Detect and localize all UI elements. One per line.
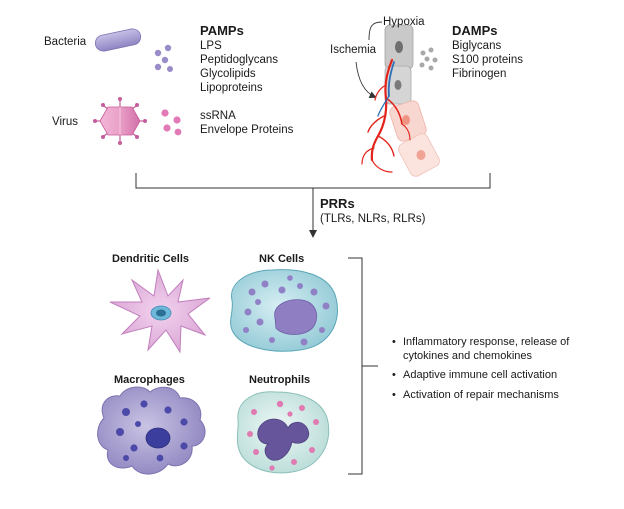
nk-cells-label: NK Cells — [259, 253, 305, 265]
virus-icon — [93, 97, 147, 145]
bacterium-icon — [94, 28, 142, 52]
outcome-item: Activation of repair mechanisms — [392, 389, 607, 403]
dendritic-cells-label: Dendritic Cells — [112, 253, 190, 265]
damps-title: DAMPs — [452, 23, 498, 38]
damp-item: S100 proteins — [452, 54, 523, 66]
hypoxia-label: Hypoxia — [383, 16, 425, 28]
outcomes-list: Inflammatory response, release of cytoki… — [392, 336, 607, 408]
pamps-bacteria-list: LPS Peptidoglycans Glycolipids Lipoprote… — [200, 39, 278, 95]
macrophage-icon — [97, 386, 206, 475]
virus-label: Virus — [52, 116, 78, 128]
pamps-title: PAMPs — [200, 23, 244, 38]
ischemia-arrow — [355, 61, 377, 99]
macrophages-label: Macrophages — [114, 374, 185, 386]
pamp-item: Glycolipids — [200, 68, 256, 80]
damp-item: Biglycans — [452, 40, 502, 52]
nk-cell-icon — [230, 269, 338, 352]
convergence-bracket — [135, 173, 491, 189]
pamp-molecules-bacteria — [154, 44, 173, 72]
pamp-item: Peptidoglycans — [200, 54, 278, 66]
blood-vessels — [361, 58, 411, 173]
hypoxia-arrow — [368, 21, 383, 41]
dendritic-cell-icon — [109, 268, 211, 354]
neutrophils-label: Neutrophils — [249, 374, 311, 386]
outcome-item: Inflammatory response, release of cytoki… — [392, 336, 607, 363]
prrs-subtitle: (TLRs, NLRs, RLRs) — [320, 213, 426, 225]
ischemia-label: Ischemia — [330, 44, 377, 56]
outcome-bracket — [348, 257, 378, 475]
neutrophil-icon — [236, 391, 330, 474]
pamps-virus-list: ssRNA Envelope Proteins — [200, 109, 293, 137]
pamp-item: ssRNA — [200, 110, 236, 122]
damp-item: Fibrinogen — [452, 68, 507, 80]
pamp-item: LPS — [200, 40, 222, 52]
damps-list: Biglycans S100 proteins Fibrinogen — [452, 39, 523, 81]
endothelial-cells — [384, 24, 440, 177]
damp-molecules — [419, 47, 438, 71]
pamp-item: Envelope Proteins — [200, 124, 294, 136]
outcome-item: Adaptive immune cell activation — [392, 369, 607, 383]
bacteria-label: Bacteria — [44, 36, 87, 48]
pamp-molecules-virus — [161, 109, 182, 136]
pamp-item: Lipoproteins — [200, 82, 263, 94]
prrs-title: PRRs — [320, 196, 355, 211]
